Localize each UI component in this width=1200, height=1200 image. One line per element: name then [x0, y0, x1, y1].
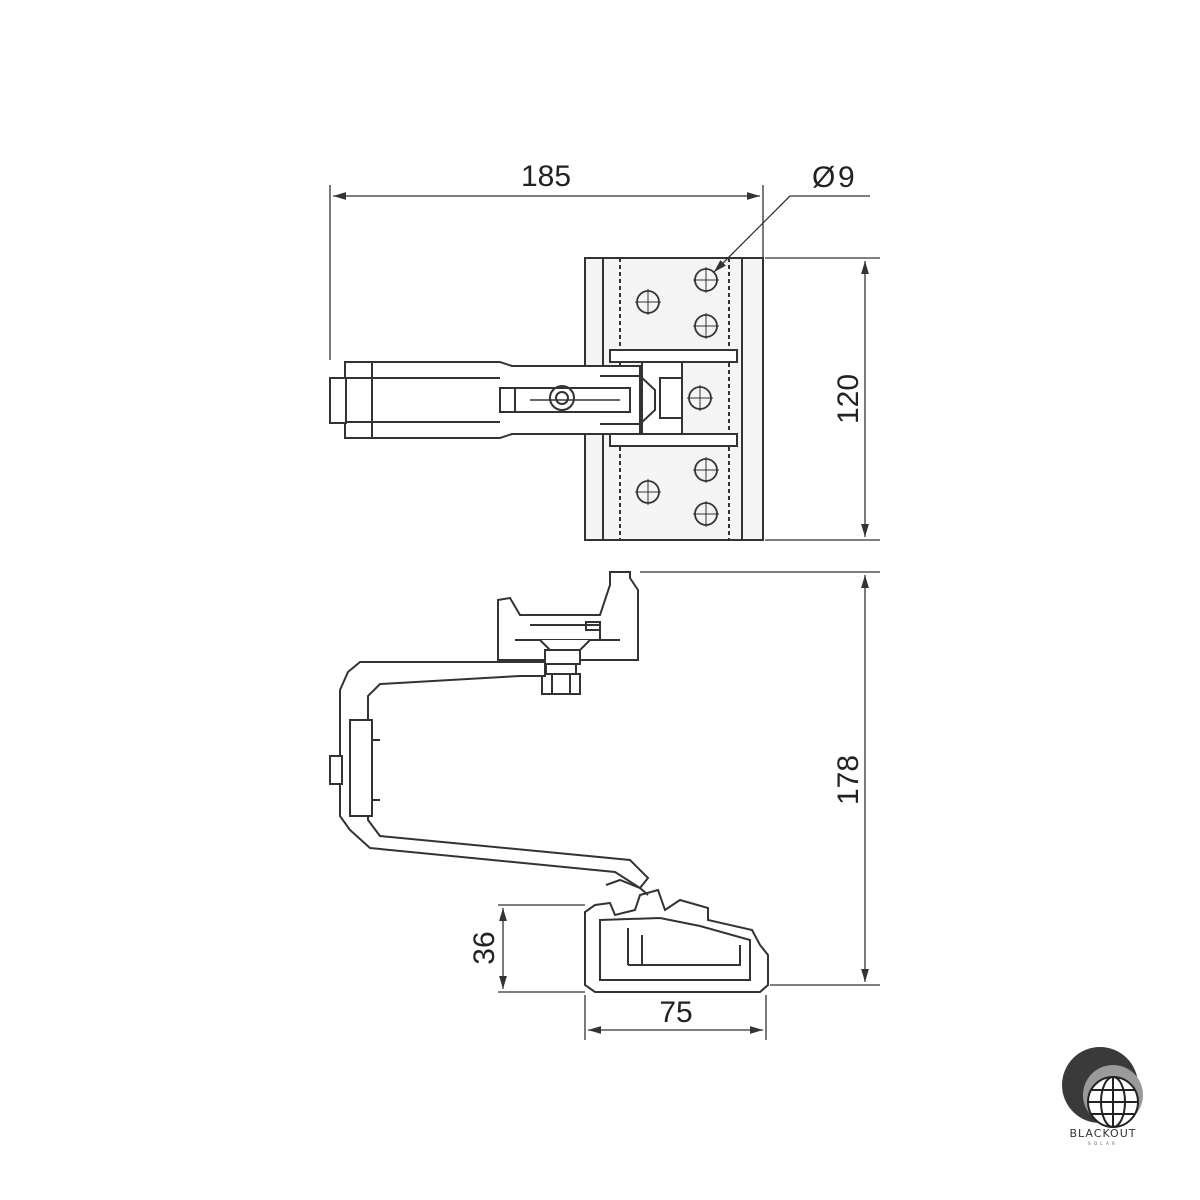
globe-icon	[1087, 1076, 1139, 1128]
dimension-side-height	[640, 571, 880, 986]
top-clamp	[497, 571, 639, 665]
label-top-width: 185	[521, 160, 571, 193]
clamp-tabs	[609, 349, 738, 447]
dimension-top-width	[329, 185, 764, 360]
dimension-bracket-width	[584, 995, 767, 1040]
clamp-arm	[329, 361, 656, 439]
bottom-bracket	[584, 878, 769, 993]
logo-tagline: SOLAR	[1088, 1141, 1118, 1147]
brand-logo: BLACKOUT SOLAR	[1062, 1047, 1143, 1147]
label-side-height: 178	[832, 755, 865, 805]
top-view	[329, 185, 880, 541]
bolt	[541, 663, 581, 695]
label-hole-diameter: 9	[838, 161, 855, 194]
label-bracket-width: 75	[659, 996, 692, 1029]
dimension-plate-height	[765, 257, 880, 541]
label-plate-height: 120	[832, 374, 865, 424]
bent-arm	[329, 661, 650, 890]
dimension-hole-diameter	[713, 195, 870, 273]
mounting-holes	[635, 267, 719, 527]
label-bracket-height: 36	[468, 931, 501, 964]
logo-name: BLACKOUT	[1070, 1127, 1137, 1140]
side-view	[329, 571, 880, 1040]
label-hole-diameter-symbol: Ø	[812, 161, 835, 194]
dimension-bracket-height	[498, 904, 585, 993]
